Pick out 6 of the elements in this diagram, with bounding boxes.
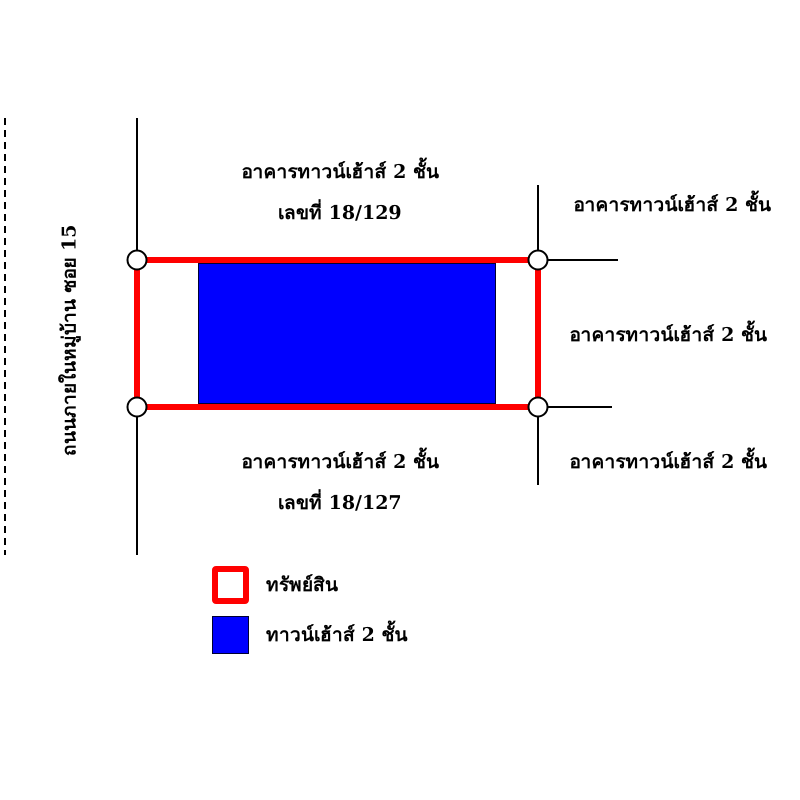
property-lot — [134, 257, 541, 410]
building-label: เลขที่ 18/127 — [278, 492, 402, 514]
building-label: เลขที่ 18/129 — [278, 202, 402, 224]
townhouse-building — [198, 263, 496, 404]
legend-label: ทรัพย์สิน — [266, 574, 338, 596]
road-label: ถนนภายในหมู่บ้าน ซอย 15 — [58, 224, 82, 456]
